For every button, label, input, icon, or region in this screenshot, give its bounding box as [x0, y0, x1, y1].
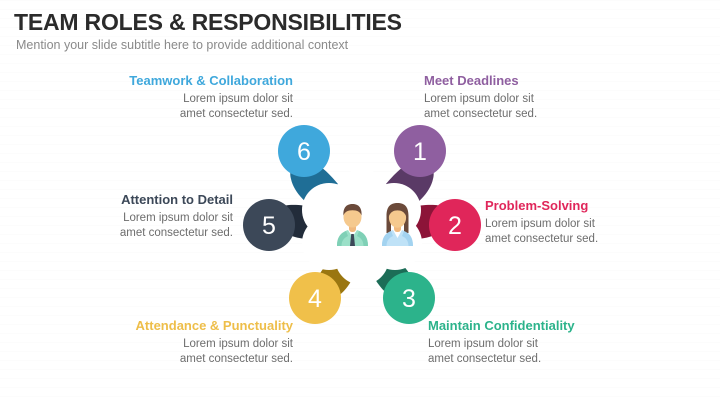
petal-number-1: 1: [413, 138, 427, 166]
callout-body-4-line1: Lorem ipsum dolor sit: [183, 338, 293, 350]
callout-teamwork-collaboration: Teamwork & Collaboration Lorem ipsum dol…: [78, 73, 293, 121]
callout-attention-to-detail: Attention to Detail Lorem ipsum dolor si…: [18, 192, 233, 240]
petal-number-3: 3: [402, 285, 416, 313]
callout-body-6: Lorem ipsum dolor sit amet consectetur s…: [78, 92, 293, 121]
number-circles: 6 1 5 2: [243, 125, 481, 324]
callout-body-6-line2: amet consectetur sed.: [179, 107, 293, 120]
callout-body-4-line2: amet consectetur sed.: [179, 352, 293, 365]
callout-body-4: Lorem ipsum dolor sit amet consectetur s…: [78, 337, 293, 366]
male-avatar-icon: [337, 204, 368, 246]
page-subtitle: Mention your slide subtitle here to prov…: [16, 38, 349, 52]
petal-node-2[interactable]: 2: [429, 199, 481, 251]
callout-body-6-line1: Lorem ipsum dolor sit: [183, 93, 293, 105]
petal-node-6[interactable]: 6: [278, 125, 330, 177]
petal-node-1[interactable]: 1: [394, 125, 446, 177]
callout-body-5-line1: Lorem ipsum dolor sit: [123, 212, 233, 224]
callout-body-3-line1: Lorem ipsum dolor sit: [428, 338, 538, 350]
petal-node-5[interactable]: 5: [243, 199, 295, 251]
callout-body-2-line1: Lorem ipsum dolor sit: [485, 218, 595, 230]
callout-body-3-line2: amet consectetur sed.: [428, 352, 542, 365]
callout-title-3: Maintain Confidentiality: [428, 318, 575, 333]
petal-number-2: 2: [448, 212, 462, 240]
callout-problem-solving: Problem-Solving Lorem ipsum dolor sit am…: [485, 198, 700, 246]
callout-body-5-line2: amet consectetur sed.: [119, 226, 233, 239]
callout-body-2: Lorem ipsum dolor sit amet consectetur s…: [485, 217, 700, 246]
callout-title-6: Teamwork & Collaboration: [129, 73, 293, 88]
petal-number-4: 4: [308, 285, 322, 313]
page-title: TEAM ROLES & RESPONSIBILITIES: [14, 9, 402, 35]
callout-attendance-punctuality: Attendance & Punctuality Lorem ipsum dol…: [78, 318, 293, 366]
female-avatar-icon: [382, 203, 413, 246]
petal-node-3[interactable]: 3: [383, 272, 435, 324]
callout-title-2: Problem-Solving: [485, 198, 589, 213]
callout-title-1: Meet Deadlines: [424, 73, 519, 88]
callout-body-3: Lorem ipsum dolor sit amet consectetur s…: [428, 337, 643, 366]
callout-body-2-line2: amet consectetur sed.: [485, 232, 599, 245]
callout-body-1: Lorem ipsum dolor sit amet consectetur s…: [424, 92, 639, 121]
callout-title-4: Attendance & Punctuality: [135, 318, 293, 333]
callout-meet-deadlines: Meet Deadlines Lorem ipsum dolor sit ame…: [424, 73, 639, 121]
callout-maintain-confidentiality: Maintain Confidentiality Lorem ipsum dol…: [428, 318, 643, 366]
callout-body-1-line2: amet consectetur sed.: [424, 107, 538, 120]
petal-number-5: 5: [262, 212, 276, 240]
petal-node-4[interactable]: 4: [289, 272, 341, 324]
callout-title-5: Attention to Detail: [121, 192, 233, 207]
callout-body-1-line1: Lorem ipsum dolor sit: [424, 93, 534, 105]
petal-number-6: 6: [297, 138, 311, 166]
callout-body-5: Lorem ipsum dolor sit amet consectetur s…: [18, 211, 233, 240]
two-people-icon: [337, 203, 413, 246]
six-petal-wheel-diagram: 6 1 5 2: [237, 108, 487, 342]
